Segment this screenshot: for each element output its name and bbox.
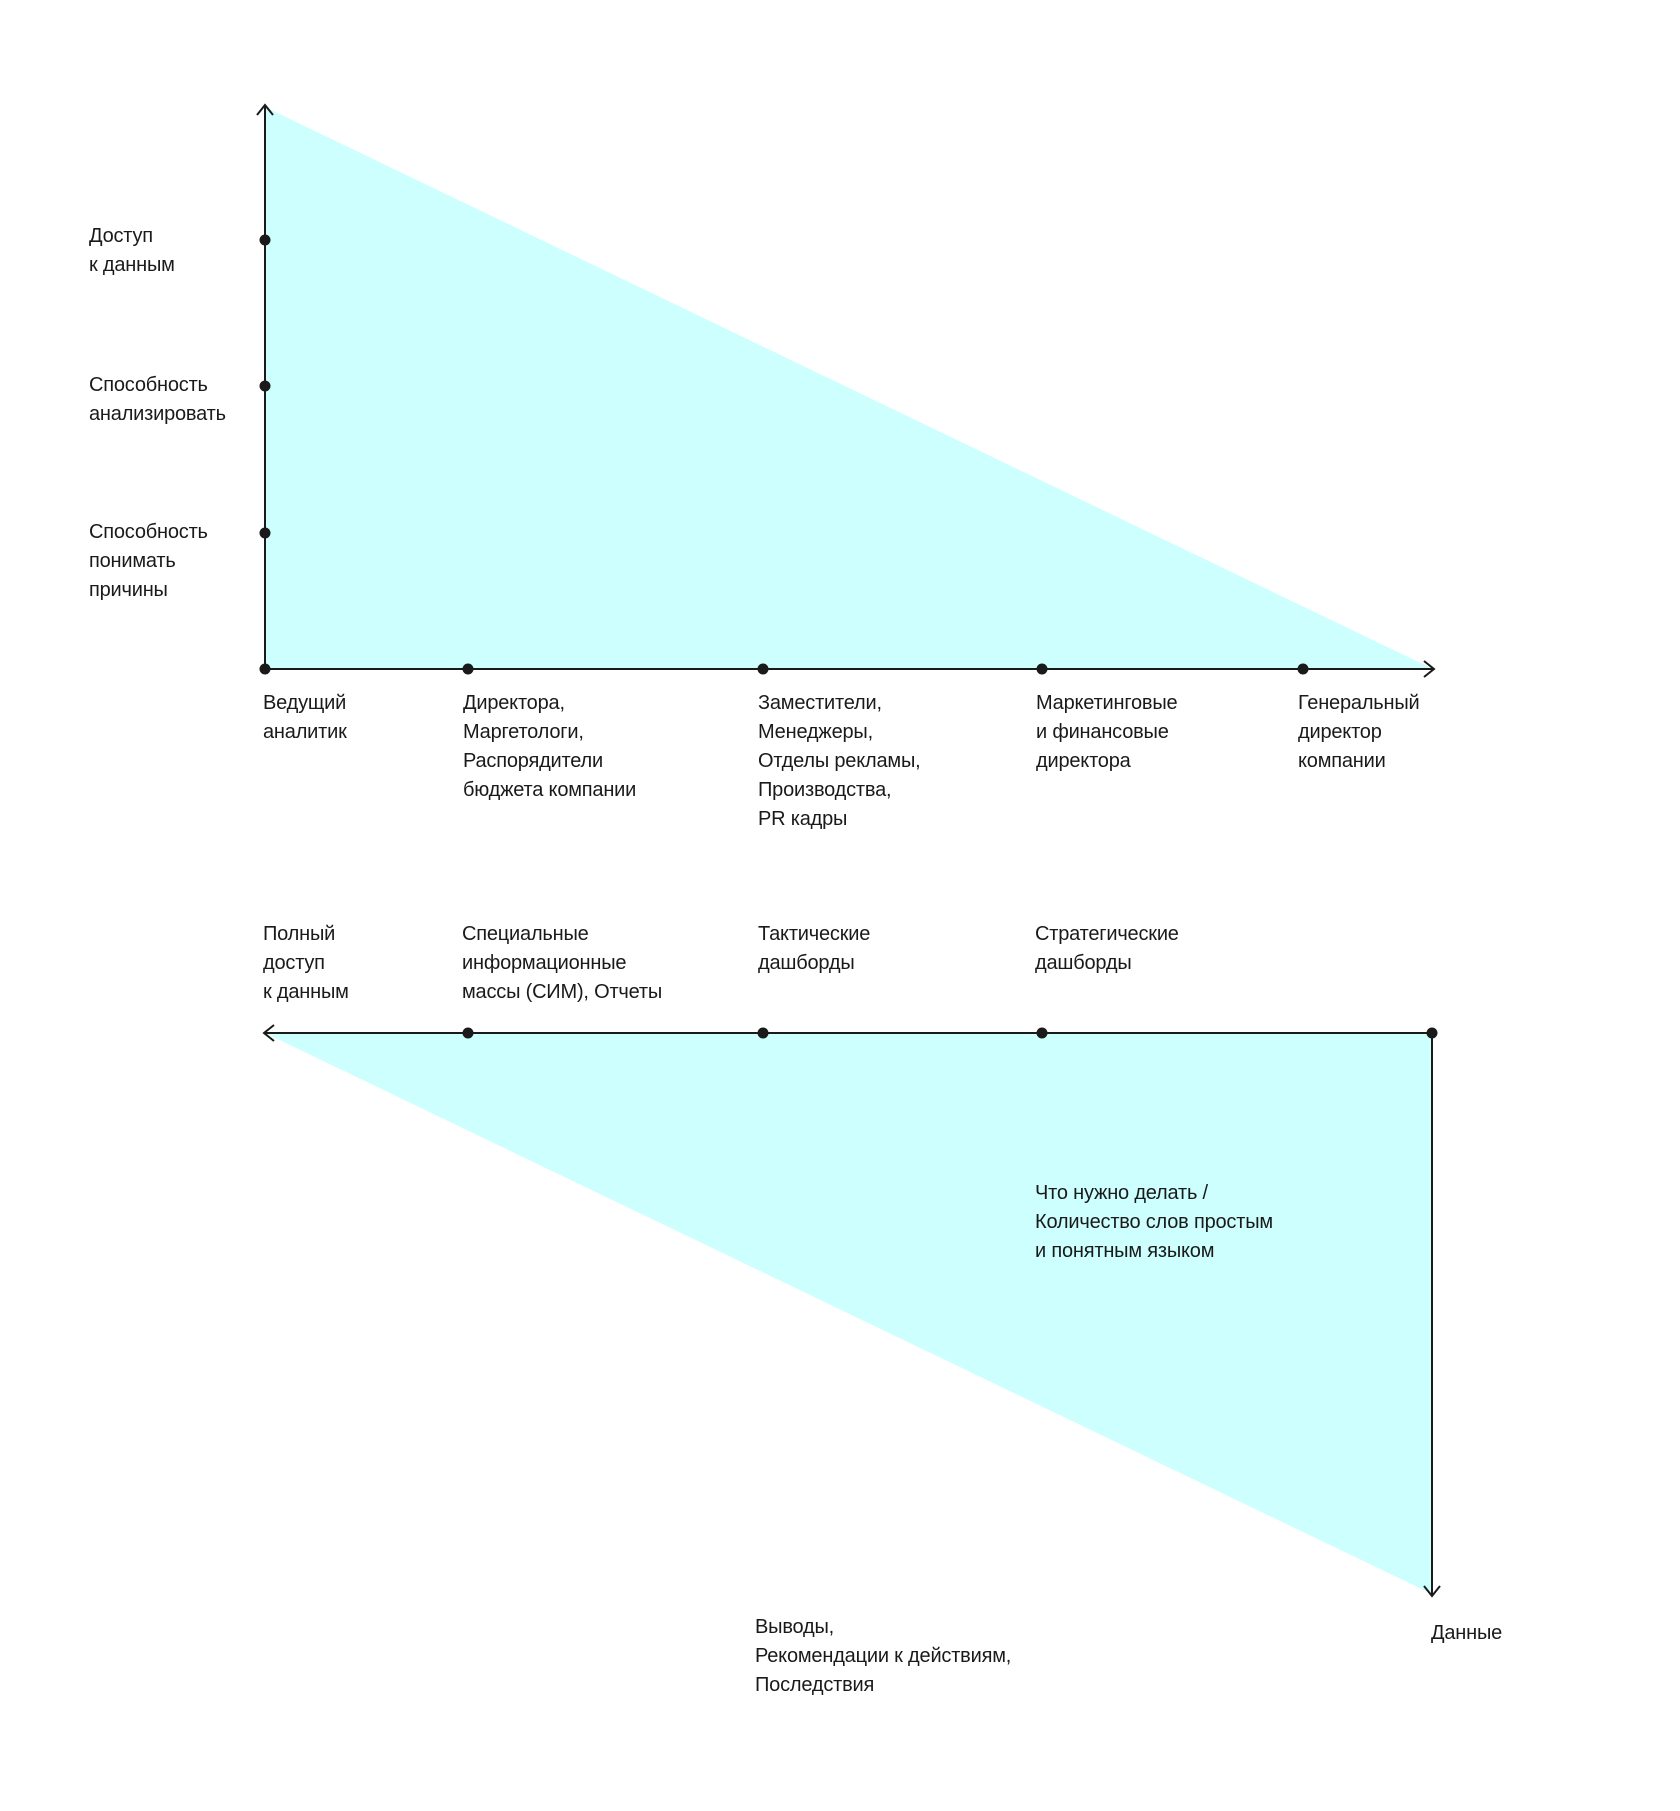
bottom-triangle-area — [265, 1033, 1432, 1594]
bottom-label-tactical: Тактические дашборды — [758, 923, 871, 974]
x-dot — [462, 1027, 474, 1039]
x-dot — [1036, 1027, 1048, 1039]
x-dot — [259, 663, 271, 675]
axis-end-label-data: Данные — [1431, 1622, 1503, 1644]
x-dot — [462, 663, 474, 675]
y-dot — [259, 380, 271, 392]
x-dot — [1426, 1027, 1438, 1039]
x-label-deputies: Заместители, Менеджеры, Отделы рекламы, … — [758, 692, 921, 830]
bottom-label-full-access: Полный доступ к данным — [263, 923, 349, 1003]
x-dot — [757, 1027, 769, 1039]
y-label-analyze: Способность анализировать — [89, 374, 226, 425]
x-label-directors: Директора, Маргетологи, Распорядители бю… — [463, 692, 637, 801]
y-dot — [259, 527, 271, 539]
y-label-data-access: Доступ к данным — [89, 225, 175, 276]
x-label-ceo: Генеральный директор компании — [1298, 692, 1420, 772]
bottom-x-arrow-icon — [262, 1024, 275, 1042]
x-dot — [1036, 663, 1048, 675]
x-label-marketing-finance: Маркетинговые и финансовые директора — [1036, 692, 1178, 772]
x-dot — [1297, 663, 1309, 675]
x-label-lead-analyst: Ведущий аналитик — [263, 692, 347, 743]
bottom-y-arrow-icon — [1423, 1585, 1441, 1598]
bottom-label-conclusions: Выводы, Рекомендации к действиям, Послед… — [755, 1616, 1012, 1696]
x-dot — [757, 663, 769, 675]
top-y-arrow-icon — [256, 103, 274, 116]
bottom-label-strategic: Стратегические дашборды — [1035, 923, 1179, 974]
bottom-label-sim-reports: Специальные информационные массы (СИМ), … — [462, 923, 663, 1003]
top-x-arrow-icon — [1423, 660, 1436, 678]
top-triangle-area — [265, 107, 1433, 669]
y-dot — [259, 234, 271, 246]
y-label-understand: Способность понимать причины — [89, 521, 208, 601]
inner-label-what-to-do: Что нужно делать / Количество слов прост… — [1035, 1182, 1273, 1262]
